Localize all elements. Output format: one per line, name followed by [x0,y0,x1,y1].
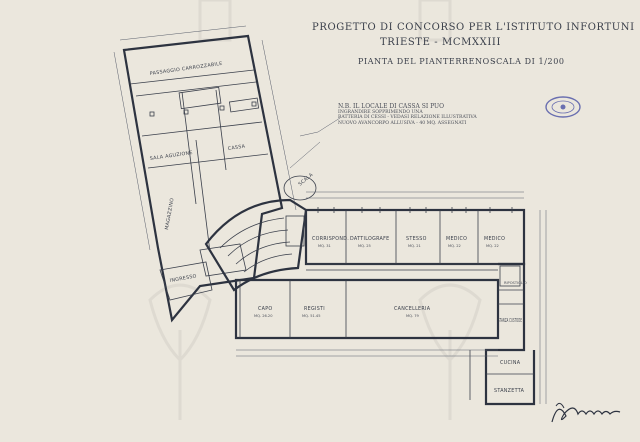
right-wing [234,191,547,406]
note-line: NUOVO AVANCORPO ALLUSIVA - 40 MQ. ASSEGN… [338,120,467,126]
room-medico-area: MQ. 22 [448,244,461,248]
room-medico: MEDICO [446,236,467,242]
room-ingresso: INGRESSO [169,273,197,284]
title-line-1: PROGETTO DI CONCORSO PER L'ISTITUTO INFO… [312,22,635,33]
room-cancelleria-area: MQ. 79 [406,314,420,318]
stamp-icon [545,96,581,118]
room-stanza-custode: STANZA CUSTODE [498,318,522,324]
room-scala: SCALA [297,172,314,188]
note-line: BATTERIA DI CESSI - VEDASI RELAZIONE ILL… [338,115,477,121]
room-stesso: STESSO [406,236,427,242]
room-corrispond-area: MQ. 31 [318,244,331,248]
room-registi: REGISTI [304,306,325,312]
room-stanzetta: STANZETTA [494,388,525,394]
central-staircase [204,141,321,292]
note-leader-line [299,117,341,137]
room-medico-2-area: MQ. 22 [486,244,499,248]
scale-label: SCALA DI 1/200 [490,57,565,66]
note-line: INGRANDIRE SOPPRIMENDO UNA [338,109,423,115]
signature-icon [551,402,621,423]
room-magazzino: MAGAZZINO [164,197,176,230]
title-line-3: PIANTA DEL PIANTERRENO - [358,57,497,66]
left-wing [113,25,297,323]
room-stesso-area: MQ. 21 [408,244,421,248]
room-aguzione: SALA AGUZIONE [149,150,193,162]
room-cancelleria: CANCELLERIA [394,306,431,312]
room-cassa: CASSA [227,144,246,152]
room-dattilografe: DATTILOGRAFE [350,236,390,242]
room-dattilografe-area: MQ. 25 [358,244,371,248]
room-ripostiglio: RIPOSTIGLIO [504,281,527,285]
watermark-emblem [148,0,482,420]
annotation-note: N.B. IL LOCALE DI CASSA SI PUO INGRANDIR… [338,104,498,126]
room-corrispond: CORRISPOND. [312,236,349,242]
room-registi-area: MQ. 51.45 [302,314,321,318]
note-main: N.B. IL LOCALE DI CASSA SI PUO [338,103,445,110]
room-capo-area: MQ. 26.20 [254,314,273,318]
title-line-2: TRIESTE - MCMXXIII [380,37,502,48]
room-cucina: CUCINA [500,360,521,366]
room-capo: CAPO [258,306,273,312]
room-medico-2: MEDICO [484,236,505,242]
